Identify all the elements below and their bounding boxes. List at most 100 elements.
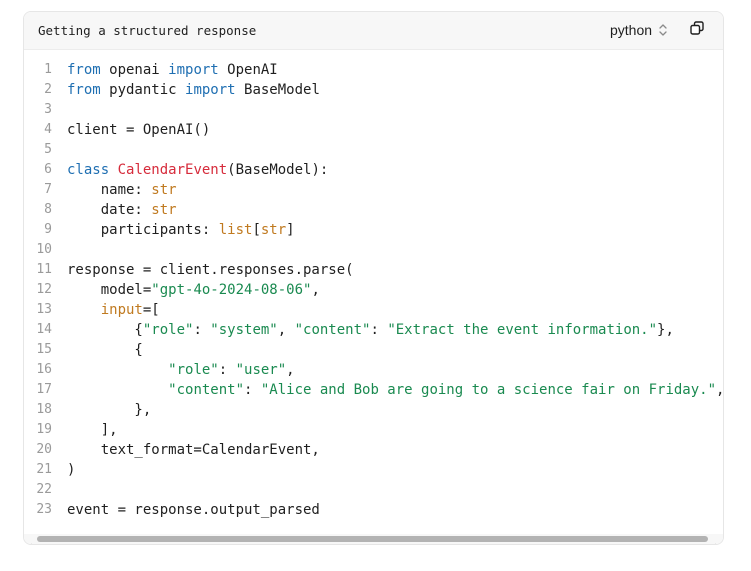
- code-line: 19 ],: [24, 420, 723, 440]
- code-text: :: [193, 322, 211, 338]
- line-number: 5: [44, 142, 52, 157]
- code-text: :: [370, 322, 388, 338]
- code-line-content: response = client.responses.parse(: [67, 260, 354, 280]
- scroll-left-icon[interactable]: [27, 536, 33, 544]
- code-text: participants:: [67, 222, 219, 238]
- code-string: "system": [210, 322, 278, 338]
- code-text: :: [218, 362, 236, 378]
- code-line: 4 client = OpenAI(): [24, 120, 723, 140]
- line-number: 7: [44, 182, 52, 197]
- code-line: 18 },: [24, 400, 723, 420]
- code-line-content: participants: list[str]: [67, 220, 295, 240]
- scrollbar-thumb[interactable]: [37, 536, 708, 542]
- line-number: 8: [44, 202, 52, 217]
- line-number: 12: [36, 282, 52, 297]
- language-label: python: [610, 22, 653, 38]
- code-line: 15 {: [24, 340, 723, 360]
- code-line-content: "role": "user",: [67, 360, 295, 380]
- code-keyword: class: [67, 162, 110, 178]
- line-number: 18: [36, 402, 52, 417]
- copy-icon: [690, 20, 704, 40]
- code-text: date:: [67, 202, 152, 218]
- code-text: OpenAI: [218, 62, 278, 78]
- code-text: model=: [67, 282, 152, 298]
- line-number: 19: [36, 422, 52, 437]
- code-line: 6 class CalendarEvent(BaseModel):: [24, 160, 723, 180]
- line-number: 10: [36, 242, 52, 257]
- code-text: ,: [286, 362, 295, 378]
- code-text: client = OpenAI(): [67, 122, 211, 138]
- code-class-name: CalendarEvent: [117, 162, 228, 178]
- code-line: 11 response = client.responses.parse(: [24, 260, 723, 280]
- code-line: 23 event = response.output_parsed: [24, 500, 723, 520]
- copy-button[interactable]: [688, 20, 706, 40]
- code-type: list: [218, 222, 253, 238]
- code-line: 9 participants: list[str]: [24, 220, 723, 240]
- code-line-content: ): [67, 460, 75, 480]
- code-line-content: {: [67, 340, 143, 360]
- code-string: "Alice and Bob are going to a science fa…: [260, 382, 717, 398]
- code-keyword: import: [185, 82, 236, 98]
- code-line: 14 {"role": "system", "content": "Extrac…: [24, 320, 723, 340]
- line-number: 15: [36, 342, 52, 357]
- code-type: str: [151, 202, 177, 218]
- code-string: "user": [235, 362, 287, 378]
- code-line-content: from openai import OpenAI: [67, 60, 278, 80]
- line-number: 23: [36, 502, 52, 517]
- line-number: 4: [44, 122, 52, 137]
- code-line: 12 model="gpt-4o-2024-08-06",: [24, 280, 723, 300]
- code-text: pydantic: [100, 82, 186, 98]
- scroll-right-icon[interactable]: [714, 536, 720, 544]
- code-text: ,: [716, 382, 724, 398]
- code-text: text_format=CalendarEvent,: [67, 442, 320, 458]
- code-text: [67, 362, 168, 378]
- code-line-content: text_format=CalendarEvent,: [67, 440, 320, 460]
- code-string: "content": [168, 382, 245, 398]
- code-line-content: client = OpenAI(): [67, 120, 210, 140]
- language-selector[interactable]: python: [602, 19, 668, 41]
- code-text: =[: [142, 302, 160, 318]
- code-line-content: event = response.output_parsed: [67, 500, 320, 520]
- code-text: name:: [67, 182, 152, 198]
- line-number: 11: [36, 262, 52, 277]
- code-line: 21): [24, 460, 723, 480]
- code-text: ,: [311, 282, 320, 298]
- line-number: 20: [36, 442, 52, 457]
- code-line-content: ],: [67, 420, 118, 440]
- code-text: ,: [277, 322, 295, 338]
- code-line: 10: [24, 240, 723, 260]
- line-number: 3: [44, 102, 52, 117]
- code-text: response = client.responses.parse(: [67, 262, 354, 278]
- code-line: 16 "role": "user",: [24, 360, 723, 380]
- line-number: 16: [36, 362, 52, 377]
- line-number: 21: [36, 462, 52, 477]
- line-number: 13: [36, 302, 52, 317]
- code-type: str: [151, 182, 177, 198]
- code-line-content: input=[: [67, 300, 160, 320]
- code-text: },: [657, 322, 674, 338]
- code-string: "content": [294, 322, 371, 338]
- code-line: 3: [24, 100, 723, 120]
- code-line-content: {"role": "system", "content": "Extract t…: [67, 320, 674, 340]
- code-line: 20 text_format=CalendarEvent,: [24, 440, 723, 460]
- code-line-content: class CalendarEvent(BaseModel):: [67, 160, 328, 180]
- chevron-updown-icon: [658, 23, 668, 37]
- code-text: openai: [100, 62, 169, 78]
- code-text: ],: [67, 422, 118, 438]
- line-number: 6: [44, 162, 52, 177]
- code-text: {: [67, 342, 143, 358]
- line-number: 14: [36, 322, 52, 337]
- code-block-header: Getting a structured response python: [24, 12, 723, 50]
- code-text: [67, 382, 168, 398]
- line-number: 22: [36, 482, 52, 497]
- code-keyword: import: [168, 62, 219, 78]
- horizontal-scrollbar[interactable]: [24, 534, 723, 544]
- code-string: "role": [142, 322, 194, 338]
- line-number: 9: [44, 222, 52, 237]
- code-text: [67, 302, 101, 318]
- code-line: 22: [24, 480, 723, 500]
